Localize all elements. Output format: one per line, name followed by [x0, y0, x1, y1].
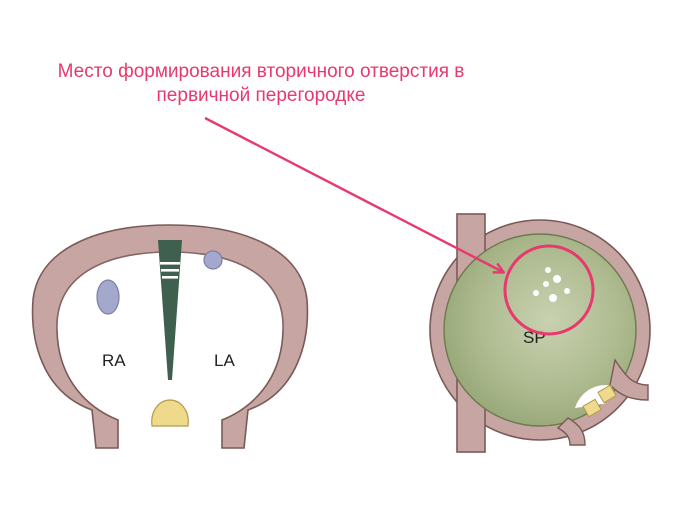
septum-stripe — [162, 276, 178, 279]
perforation — [545, 267, 551, 273]
endocardial-cushion — [151, 399, 189, 427]
callout-arrow — [204, 116, 503, 272]
perforation — [549, 294, 557, 302]
caption-line-1: Место формирования вторичного отверстия … — [57, 61, 465, 82]
outflow-tube — [609, 358, 649, 401]
highlight-circle — [503, 244, 595, 336]
label-left-atrium: LA — [214, 351, 235, 370]
vena-cava-opening — [96, 279, 120, 315]
cushion-upper — [597, 384, 617, 404]
septum-primum — [443, 233, 637, 427]
cushion-lower — [582, 398, 602, 418]
left-heart-panel: RA LA — [31, 224, 309, 449]
inflow-tube — [556, 417, 586, 446]
septum-secundum — [158, 240, 182, 380]
caption: Место формирования вторичного отверстия … — [0, 60, 522, 108]
pulmonary-vein-opening — [203, 250, 223, 270]
perforation — [553, 275, 561, 283]
right-heart-panel: SP — [429, 213, 651, 453]
perforation — [533, 290, 539, 296]
septum-stripe — [161, 269, 179, 272]
perforation — [564, 288, 570, 294]
septum-stripe — [160, 262, 180, 265]
perforation — [543, 281, 549, 287]
label-right-atrium: RA — [102, 351, 126, 370]
caption-line-2: первичной перегородке — [156, 85, 366, 106]
